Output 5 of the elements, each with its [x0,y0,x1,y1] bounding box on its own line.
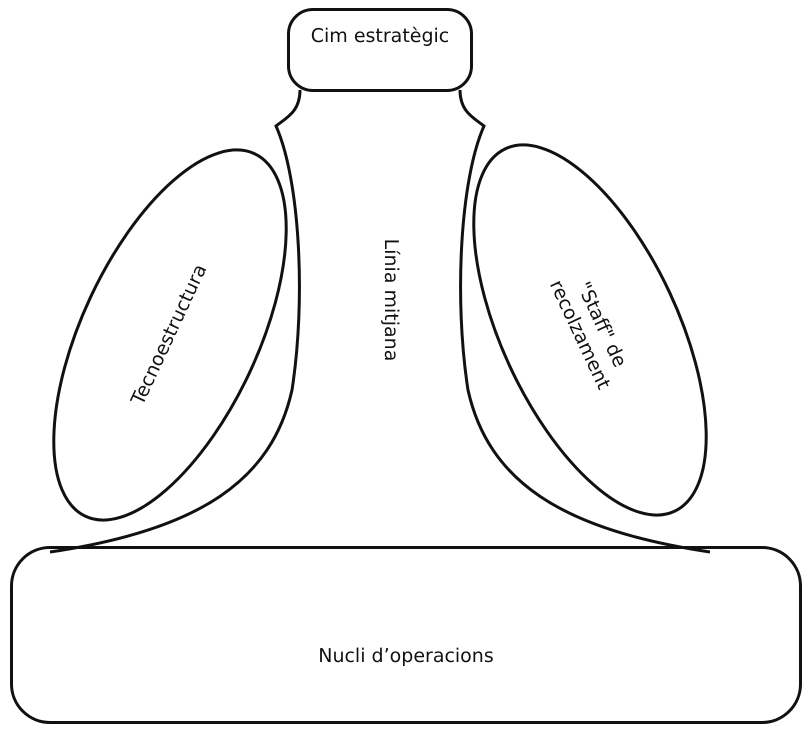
operating-core-box [10,546,802,724]
box-label: Cim estratègic [310,25,450,49]
strategic-apex-box [287,8,473,92]
stem-label: Línia mitjana [378,238,402,364]
box-label: Nucli d’operacions [318,645,494,669]
